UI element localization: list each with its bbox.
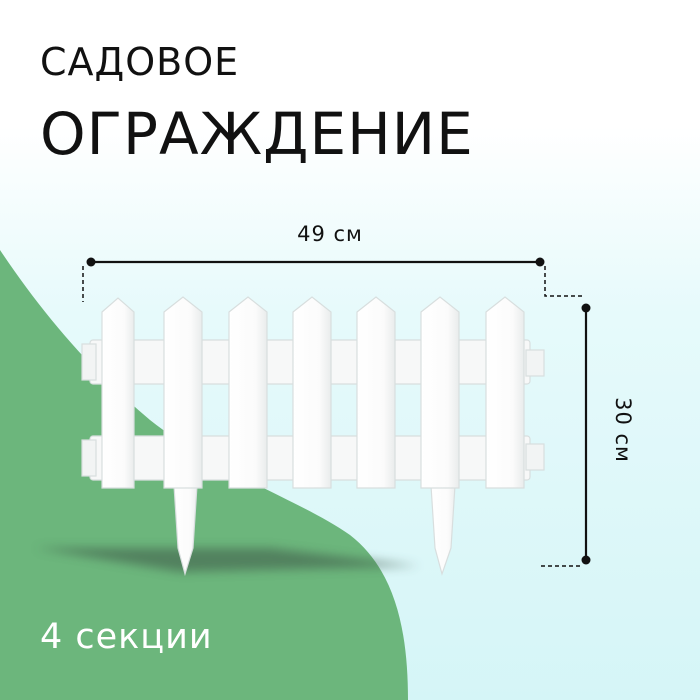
width-dimension-line: [82, 257, 585, 302]
fence-picket: [292, 296, 332, 489]
width-label: 49 см: [297, 222, 363, 246]
fence-connector-right-bottom: [525, 443, 545, 471]
fence-illustration: [81, 296, 545, 577]
fence-picket: [485, 296, 525, 489]
fence-shadow: [35, 548, 420, 572]
fence-connector-left-top: [81, 343, 97, 381]
fence-connector-left-bottom: [81, 439, 97, 477]
fence-picket: [163, 296, 203, 489]
fence-picket: [228, 296, 268, 489]
fence-picket: [101, 297, 135, 489]
title-line-1: САДОВОЕ: [40, 40, 240, 84]
title-line-2: ОГРАЖДЕНИЕ: [40, 100, 474, 168]
height-dimension-line: [541, 303, 591, 567]
fence-connector-right-top: [525, 349, 545, 377]
height-label: 30 см: [611, 397, 635, 463]
sections-count-label: 4 секции: [40, 617, 213, 657]
fence-picket: [356, 296, 396, 489]
fence-picket: [420, 296, 460, 489]
